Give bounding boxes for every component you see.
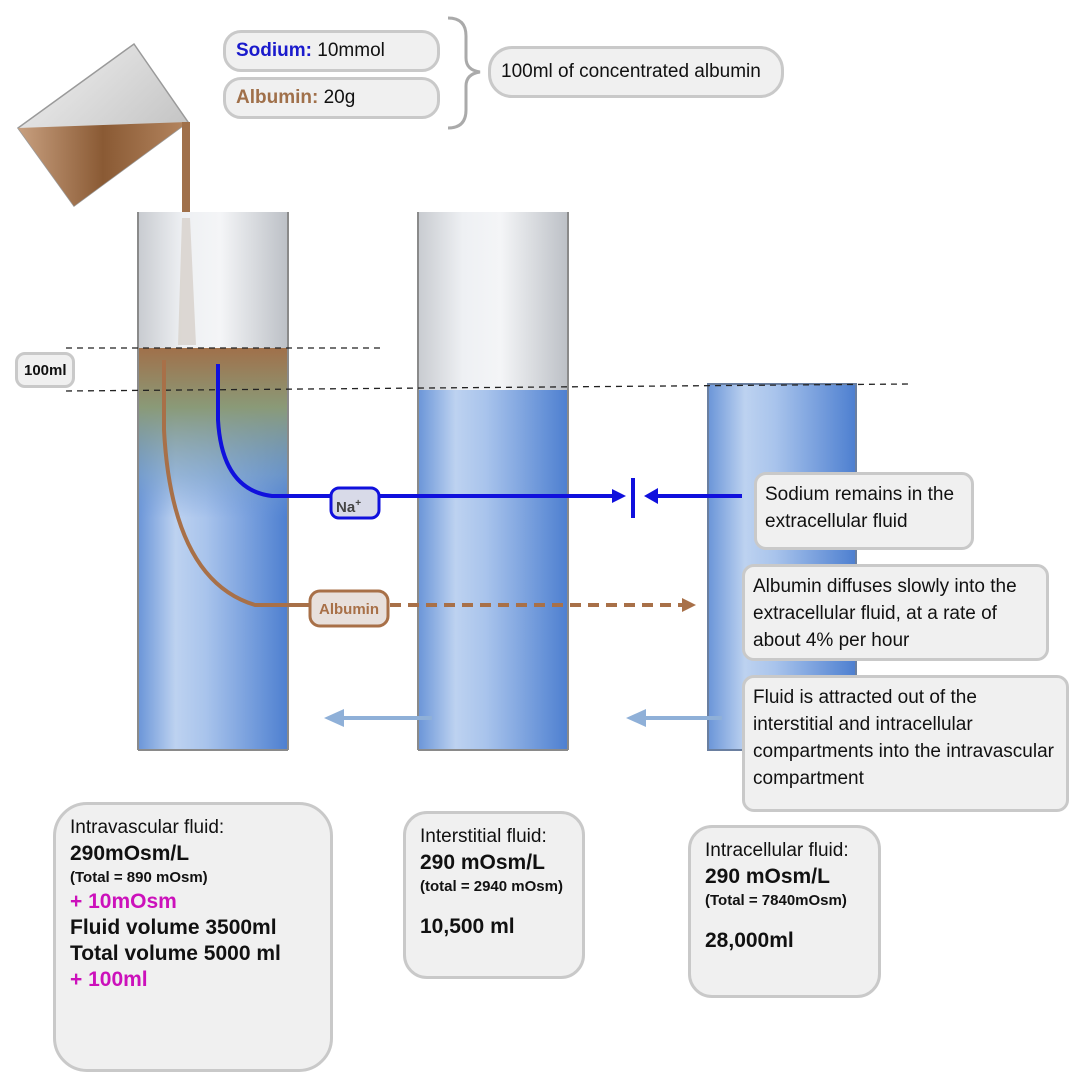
sodium-amount-pill: Sodium: 10mmol xyxy=(223,30,440,72)
intracellular-total-osm: (Total = 7840mOsm) xyxy=(705,892,847,909)
interstitial-info: Interstitial fluid: 290 mOsm/L (total = … xyxy=(403,811,585,979)
fluid-arrow-interstitial-head xyxy=(324,709,344,727)
albumin-arrowhead xyxy=(682,598,696,612)
intravascular-tube xyxy=(137,212,289,751)
sodium-label: Sodium: xyxy=(236,40,312,61)
sodium-arrowhead xyxy=(612,489,626,503)
albumin-label: Albumin: xyxy=(236,87,319,108)
intracellular-volume: 28,000ml xyxy=(705,929,794,952)
albumin-amount-pill: Albumin: 20g xyxy=(223,77,440,119)
volume-marker-label: 100ml xyxy=(15,352,75,388)
interstitial-title: Interstitial fluid: xyxy=(420,826,547,847)
intravascular-total-osm: (Total = 890 mOsm) xyxy=(70,869,208,886)
grouping-brace xyxy=(447,16,481,130)
sodium-badge: Na+ xyxy=(336,498,361,516)
pouring-beaker-icon xyxy=(16,42,190,208)
interstitial-volume: 10,500 ml xyxy=(420,915,515,938)
interstitial-tube xyxy=(417,212,569,751)
fluid-arrow-intracellular-head xyxy=(626,709,646,727)
sodium-return-arrowhead xyxy=(644,488,658,504)
intracellular-title: Intracellular fluid: xyxy=(705,840,849,861)
fluid-shift-note: Fluid is attracted out of the interstiti… xyxy=(742,675,1069,812)
solution-description-pill: 100ml of concentrated albumin xyxy=(488,46,784,98)
interstitial-total-osm: (total = 2940 mOsm) xyxy=(420,878,563,895)
sodium-note: Sodium remains in the extracellular flui… xyxy=(754,472,974,550)
pour-stream xyxy=(182,122,190,218)
intravascular-info: Intravascular fluid: 290mOsm/L (Total = … xyxy=(53,802,333,1072)
albumin-value: 20g xyxy=(323,87,356,108)
level-line-bottom xyxy=(65,383,909,392)
albumin-note: Albumin diffuses slowly into the extrace… xyxy=(742,564,1049,661)
sodium-value: 10mmol xyxy=(317,40,385,61)
intravascular-title: Intravascular fluid: xyxy=(70,817,225,838)
intravascular-osm: 290mOsm/L xyxy=(70,842,190,865)
albumin-badge-frame xyxy=(308,589,390,628)
intravascular-total-volume: Total volume 5000 ml xyxy=(70,942,281,965)
sodium-badge-frame xyxy=(329,486,381,520)
intravascular-fluid-volume: Fluid volume 3500ml xyxy=(70,916,277,939)
albumin-badge: Albumin xyxy=(319,601,379,618)
sodium-path-line xyxy=(216,364,622,498)
intracellular-osm: 290 mOsm/L xyxy=(705,865,830,888)
albumin-path-line xyxy=(162,360,310,607)
intravascular-added-volume: + 100ml xyxy=(70,968,148,991)
intravascular-added-osm: + 10mOsm xyxy=(70,890,177,913)
interstitial-osm: 290 mOsm/L xyxy=(420,851,545,874)
intracellular-info: Intracellular fluid: 290 mOsm/L (Total =… xyxy=(688,825,881,998)
